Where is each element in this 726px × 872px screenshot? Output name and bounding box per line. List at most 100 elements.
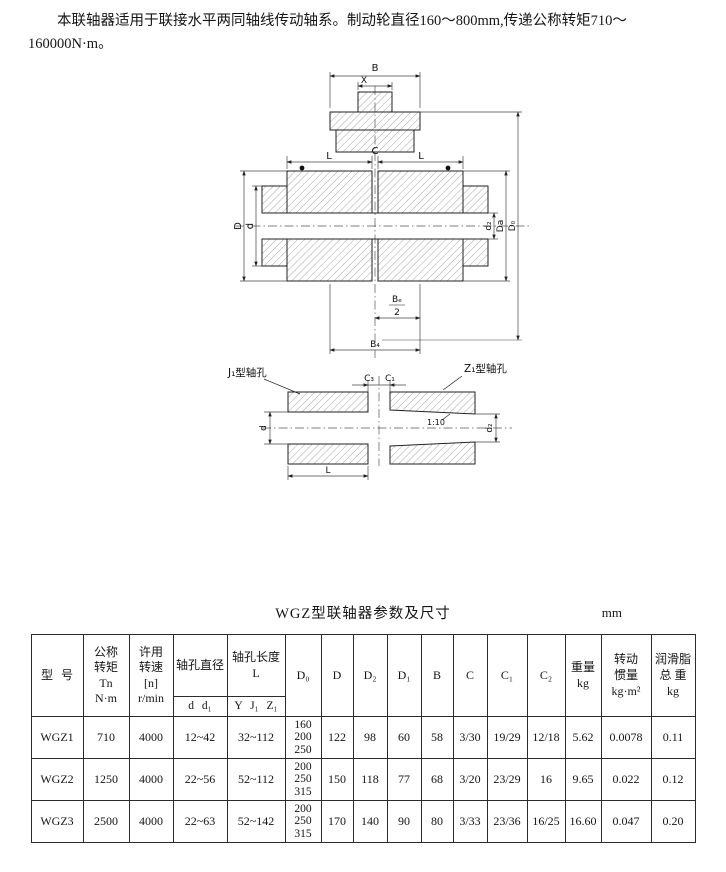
table-title: WGZ型联轴器参数及尺寸 — [275, 606, 451, 623]
parameters-table: 型 号 公称 转矩 Tn N·m 许用 转速 [n] r/min 轴孔直径 轴孔… — [30, 634, 696, 844]
dim-label-da: Da — [496, 220, 506, 232]
dim-label-b: B — [372, 63, 379, 74]
dim-label-c1: C₁ — [385, 374, 395, 384]
cell-d2: 98 — [352, 716, 388, 760]
dim-label-l-right: L — [418, 151, 424, 162]
intro-paragraph: 本联轴器适用于联接水平两同轴线传动轴系。制动轮直径160～800mm,传递公称转… — [28, 13, 627, 53]
cell-d1: 60 — [386, 716, 422, 760]
cell-b: 58 — [420, 716, 454, 760]
dimension-lines — [240, 72, 522, 481]
main-view — [261, 91, 489, 282]
cell-bore-length: 52~112 — [226, 758, 286, 802]
cell-model: WGZ3 — [30, 800, 84, 844]
dim-label-be-numerator: Bₑ — [392, 295, 402, 305]
cell-grease: 0.20 — [650, 800, 696, 844]
col-header-bore-length: 轴孔长度 L — [226, 634, 286, 698]
col-subheader-bore-length: Y J₁ Z₁ — [226, 696, 286, 718]
table-row: WGZ2 1250 4000 22~56 52~112 200 250 315 … — [30, 758, 696, 802]
col-header-d2: D₂ — [352, 634, 388, 718]
cell-c1: 19/29 — [486, 716, 528, 760]
cell-inertia: 0.022 — [600, 758, 652, 802]
dim-label-d-outer: D — [233, 222, 244, 230]
col-header-torque: 公称 转矩 Tn N·m — [82, 634, 130, 718]
cell-d2: 140 — [352, 800, 388, 844]
col-header-bore-diameter: 轴孔直径 — [172, 634, 228, 698]
cell-grease: 0.12 — [650, 758, 696, 802]
col-header-inertia: 转动 惯量 kg·m² — [600, 634, 652, 718]
dimension-labels: B X L C L D d d₂ Da D₀ Bₑ 2 B₄ J₁型轴孔 Z₁型… — [227, 63, 518, 476]
col-header-weight: 重量 kg — [564, 634, 602, 718]
cell-c1: 23/29 — [486, 758, 528, 802]
cell-torque: 710 — [82, 716, 130, 760]
cell-d1: 90 — [386, 800, 422, 844]
dim-label-x: X — [361, 76, 367, 86]
dim-label-c3: C₃ — [364, 374, 374, 384]
document-page: { "intro": { "text": "本联轴器适用于联接水平两同轴线传动轴… — [0, 10, 726, 872]
cell-bore-length: 32~112 — [226, 716, 286, 760]
cell-c: 3/30 — [452, 716, 488, 760]
cell-c2: 16/25 — [526, 800, 566, 844]
dim-label-c: C — [372, 146, 379, 157]
dim-label-be-denominator: 2 — [394, 308, 400, 318]
bore-detail-views — [263, 376, 476, 465]
table-title-row: WGZ型联轴器参数及尺寸 mm — [0, 602, 726, 624]
cell-speed: 4000 — [128, 716, 174, 760]
detail-dim-label-l: L — [325, 466, 330, 476]
cell-model: WGZ1 — [30, 716, 84, 760]
col-header-d: D — [320, 634, 354, 718]
cell-c2: 16 — [526, 758, 566, 802]
col-header-b: B — [420, 634, 454, 718]
cell-d0: 200 250 315 — [284, 758, 322, 802]
cell-d: 150 — [320, 758, 354, 802]
col-header-speed: 许用 转速 [n] r/min — [128, 634, 174, 718]
cell-c2: 12/18 — [526, 716, 566, 760]
dim-label-d2: d₂ — [484, 221, 494, 231]
dim-label-l-left: L — [326, 151, 332, 162]
table-unit: mm — [601, 605, 622, 621]
detail-dim-label-d2: d₂ — [485, 423, 495, 433]
cell-torque: 1250 — [82, 758, 130, 802]
cell-d0: 200 250 315 — [284, 800, 322, 844]
cell-d: 122 — [320, 716, 354, 760]
taper-label: 1:10 — [427, 418, 445, 427]
cell-d: 170 — [320, 800, 354, 844]
z1-bore-label: Z₁型轴孔 — [464, 362, 507, 375]
dim-label-d-hub: d — [245, 223, 256, 229]
cell-bore-diameter: 22~56 — [172, 758, 228, 802]
cell-bore-length: 52~142 — [226, 800, 286, 844]
col-header-d1: D₁ — [386, 634, 422, 718]
cell-speed: 4000 — [128, 800, 174, 844]
col-header-c1: C₁ — [486, 634, 528, 718]
cell-d2: 118 — [352, 758, 388, 802]
cell-speed: 4000 — [128, 758, 174, 802]
cell-torque: 2500 — [82, 800, 130, 844]
cell-inertia: 0.0078 — [600, 716, 652, 760]
cell-weight: 16.60 — [564, 800, 602, 844]
table-row: WGZ1 710 4000 12~42 32~112 160 200 250 1… — [30, 716, 696, 760]
cell-model: WGZ2 — [30, 758, 84, 802]
cell-weight: 5.62 — [564, 716, 602, 760]
table-row: WGZ3 2500 4000 22~63 52~142 200 250 315 … — [30, 800, 696, 844]
j1-bore-label: J₁型轴孔 — [227, 366, 267, 379]
cell-c1: 23/36 — [486, 800, 528, 844]
cell-c: 3/33 — [452, 800, 488, 844]
col-subheader-bore-diameter: d d₁ — [172, 696, 228, 718]
cell-bore-diameter: 12~42 — [172, 716, 228, 760]
cell-d0: 160 200 250 — [284, 716, 322, 760]
cell-inertia: 0.047 — [600, 800, 652, 844]
coupling-drawing-area: B X L C L D d d₂ Da D₀ Bₑ 2 B₄ J₁型轴孔 Z₁型… — [0, 56, 726, 596]
dim-label-b4: B₄ — [370, 340, 380, 350]
col-header-c2: C₂ — [526, 634, 566, 718]
dim-label-d0: D₀ — [508, 221, 518, 232]
col-header-d0: D₀ — [284, 634, 322, 718]
col-header-model: 型 号 — [30, 634, 84, 718]
cell-bore-diameter: 22~63 — [172, 800, 228, 844]
cell-d1: 77 — [386, 758, 422, 802]
cell-grease: 0.11 — [650, 716, 696, 760]
col-header-c: C — [452, 634, 488, 718]
detail-dim-label-d: d — [259, 426, 269, 432]
cell-b: 80 — [420, 800, 454, 844]
col-header-grease: 润滑脂 总 重 kg — [650, 634, 696, 718]
cell-weight: 9.65 — [564, 758, 602, 802]
cell-c: 3/20 — [452, 758, 488, 802]
